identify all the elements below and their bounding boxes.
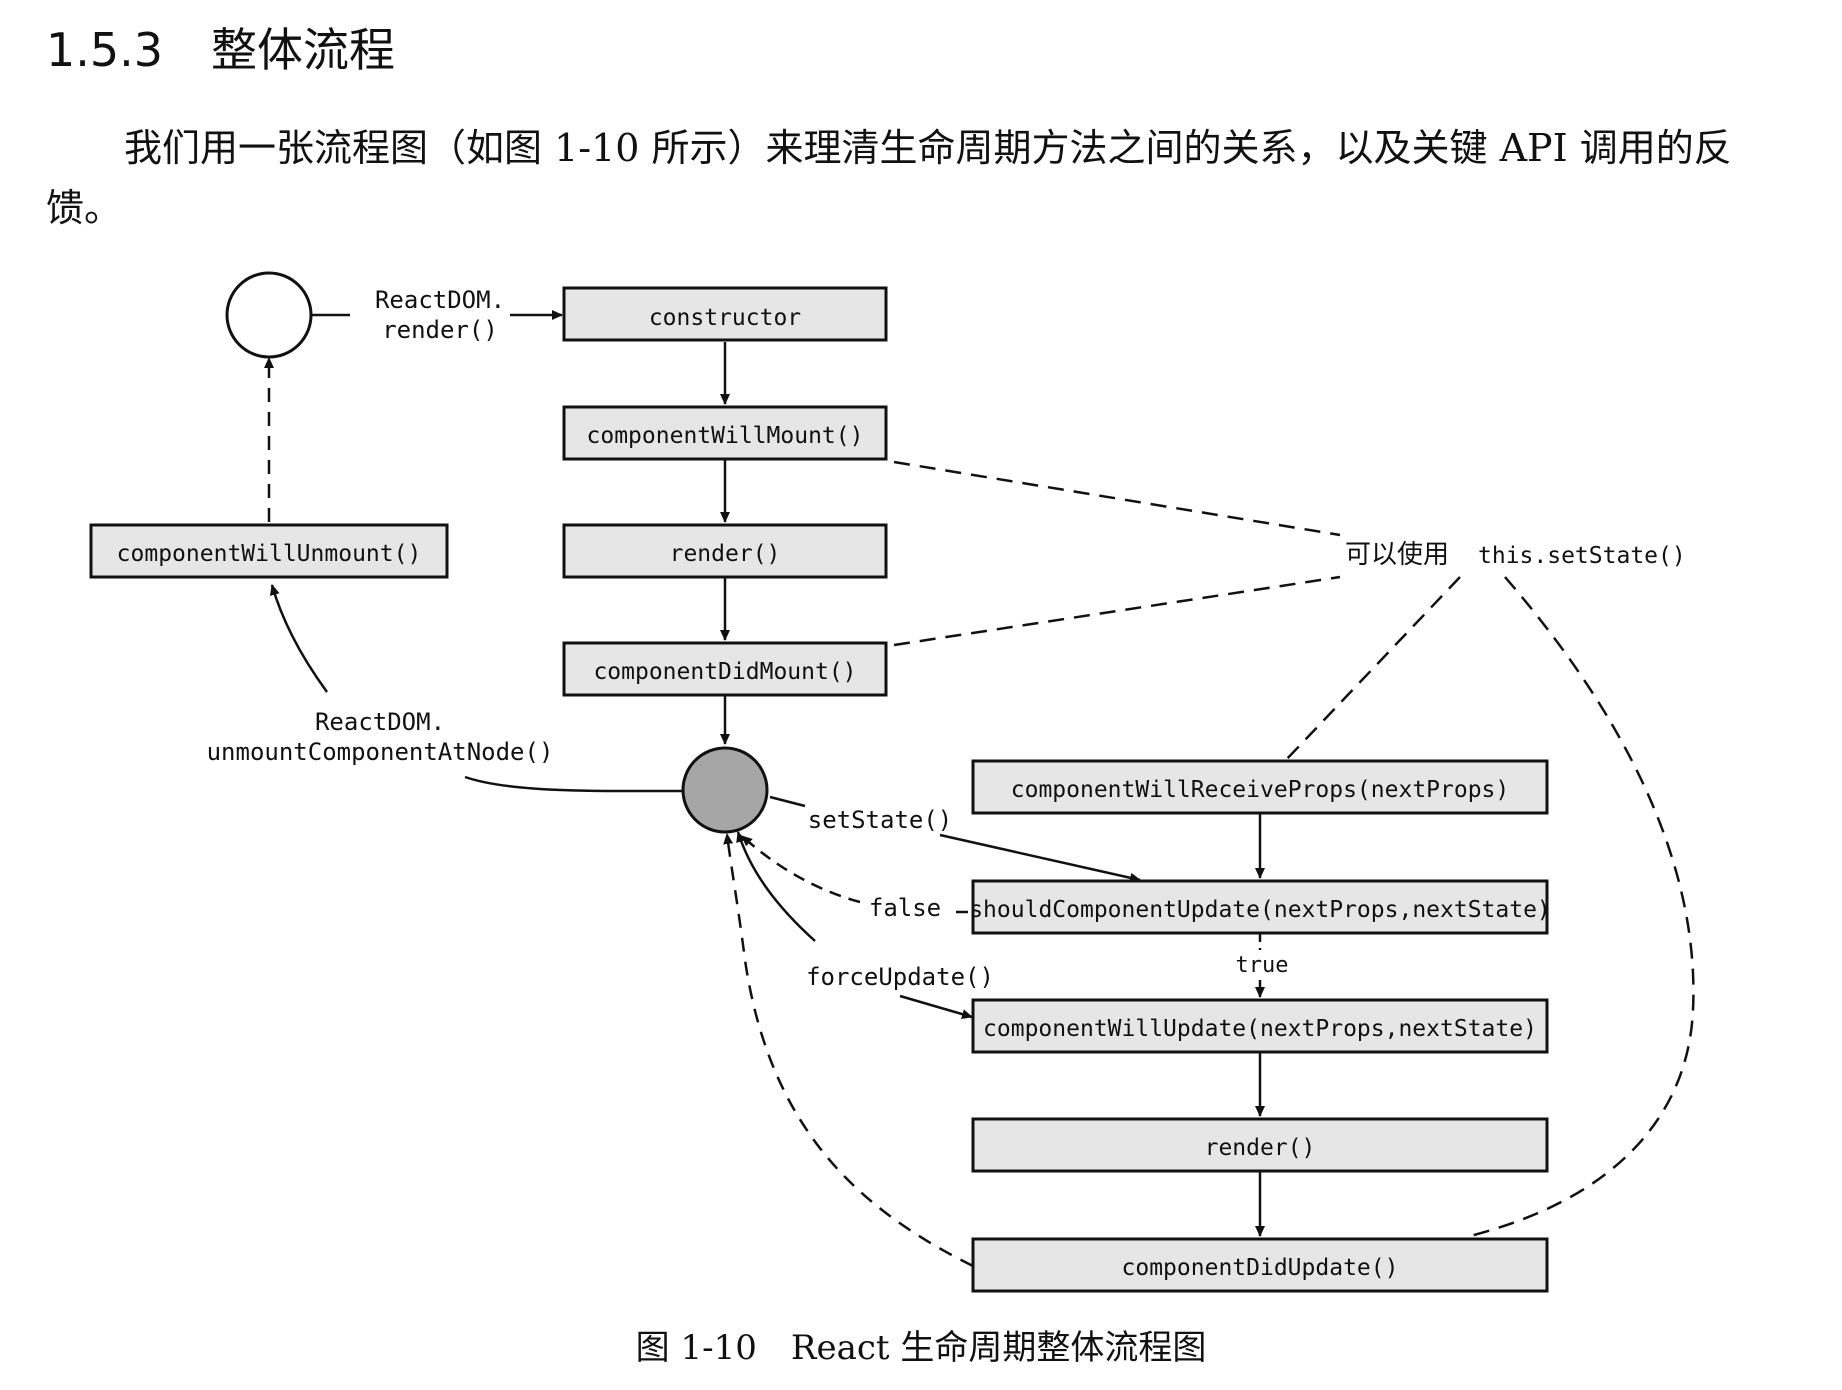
start-state-circle: [225, 271, 313, 359]
node-component-will-update: componentWillUpdate(nextProps,nextState): [971, 998, 1549, 1054]
label-reactdom-render-line1: ReactDOM.: [375, 286, 505, 314]
label-true: true: [1236, 953, 1289, 978]
edge-mounted-to-unmount-b: [269, 584, 329, 693]
note-link-receive-props: [1284, 576, 1461, 762]
edge-setstate-to-should-update: [939, 833, 1141, 883]
mounted-state-circle: [681, 746, 769, 834]
node-label: componentWillReceiveProps(nextProps): [1011, 777, 1510, 803]
note-link-did-update: [1469, 576, 1695, 1238]
node-label: componentDidMount(): [593, 659, 856, 685]
node-label: shouldComponentUpdate(nextProps,nextStat…: [969, 897, 1551, 923]
note-link-will-mount: [893, 460, 1341, 537]
node-label: render(): [670, 541, 781, 567]
label-force-update: forceUpdate(): [806, 963, 994, 991]
node-component-will-receive-props: componentWillReceiveProps(nextProps): [971, 759, 1549, 815]
edge-force-update-to-will-update: [899, 994, 973, 1019]
note-prefix: 可以使用: [1345, 540, 1449, 570]
figure-caption: 图 1-10 React 生命周期整体流程图: [0, 1325, 1842, 1371]
node-should-component-update: shouldComponentUpdate(nextProps,nextStat…: [969, 879, 1551, 935]
node-label: constructor: [649, 305, 801, 331]
node-component-will-mount: componentWillMount(): [562, 405, 888, 461]
section-heading: 1.5.3 整体流程: [46, 18, 395, 82]
edge-force-update-from-mounted: [736, 831, 816, 942]
node-render-update: render(): [971, 1117, 1549, 1173]
edge-did-update-to-mounted: [723, 833, 974, 1268]
node-component-did-update: componentDidUpdate(): [971, 1237, 1549, 1293]
edge-should-update-false-b: [741, 835, 861, 904]
label-unmount-line2: unmountComponentAtNode(): [207, 738, 554, 766]
section-number: 1.5.3: [46, 23, 164, 77]
note-code: this.setState(): [1478, 543, 1686, 569]
label-false: false: [869, 894, 941, 922]
node-label: render(): [1205, 1135, 1316, 1161]
note-link-did-mount: [893, 575, 1341, 647]
edge-mounted-to-setstate: [769, 795, 806, 808]
figure-number: 图 1-10: [635, 1328, 757, 1368]
node-component-did-mount: componentDidMount(): [562, 641, 888, 697]
label-set-state: setState(): [808, 806, 953, 834]
node-render-mount: render(): [562, 523, 888, 579]
section-title: 整体流程: [211, 23, 396, 77]
node-label: componentWillUnmount(): [117, 541, 422, 567]
node-label: componentWillUpdate(nextProps,nextState): [983, 1016, 1537, 1042]
node-label: componentDidUpdate(): [1122, 1255, 1399, 1281]
edge-mounted-to-unmount-a: [464, 775, 682, 793]
node-constructor: constructor: [562, 286, 888, 342]
node-label: componentWillMount(): [587, 423, 864, 449]
intro-paragraph: 我们用一张流程图（如图 1-10 所示）来理清生命周期方法之间的关系，以及关键 …: [46, 126, 1732, 230]
label-unmount-line1: ReactDOM.: [315, 708, 445, 736]
label-reactdom-render-line2: render(): [382, 316, 498, 344]
figure-title: React 生命周期整体流程图: [790, 1328, 1207, 1368]
node-component-will-unmount: componentWillUnmount(): [89, 523, 449, 579]
